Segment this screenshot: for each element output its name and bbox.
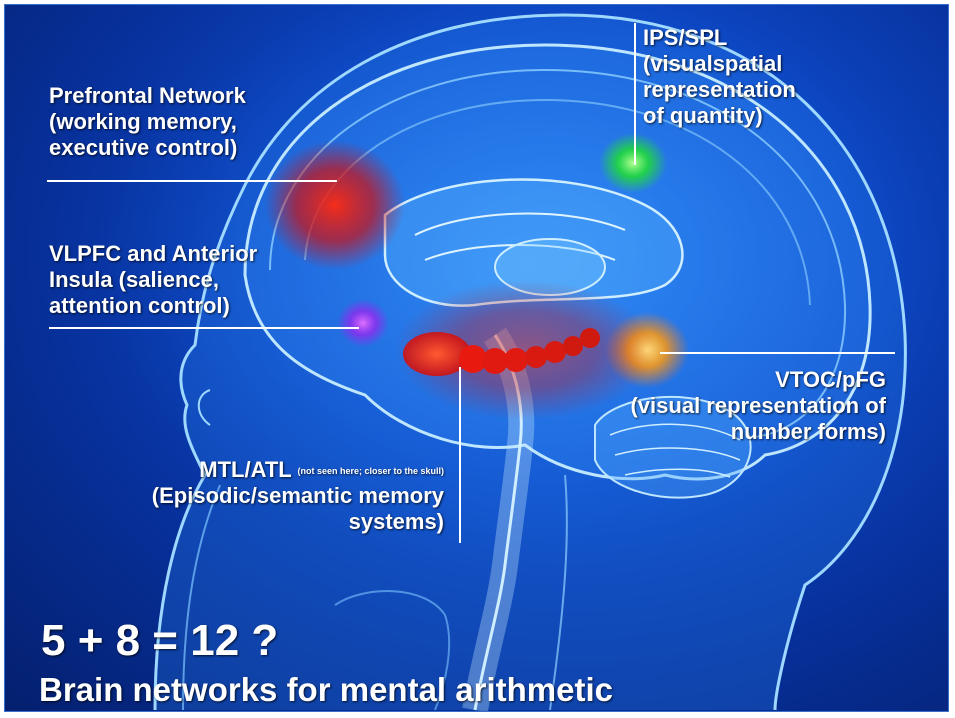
mtl-title: MTL/ATL (199, 457, 292, 482)
ips-label: IPS/SPL (visualspatial representation of… (643, 25, 796, 128)
mtl-label: MTL/ATL (not seen here; closer to the sk… (151, 457, 444, 534)
equation-text: 5 + 8 = 12 ? (41, 616, 279, 665)
figure-frame: Prefrontal Network (working memory, exec… (4, 4, 949, 712)
mtl-region (403, 328, 600, 376)
brain-illustration (47, 5, 945, 711)
vlpfc-region (337, 299, 389, 347)
prefrontal-region (265, 140, 405, 270)
mtl-note: (not seen here; closer to the skull) (297, 466, 444, 476)
prefrontal-label: Prefrontal Network (working memory, exec… (49, 83, 246, 160)
figure-caption: Brain networks for mental arithmetic (39, 671, 613, 708)
vlpfc-label: VLPFC and Anterior Insula (salience, att… (49, 241, 258, 318)
vtoc-label: VTOC/pFG (visual representation of numbe… (630, 367, 886, 444)
ips-region (599, 133, 667, 193)
